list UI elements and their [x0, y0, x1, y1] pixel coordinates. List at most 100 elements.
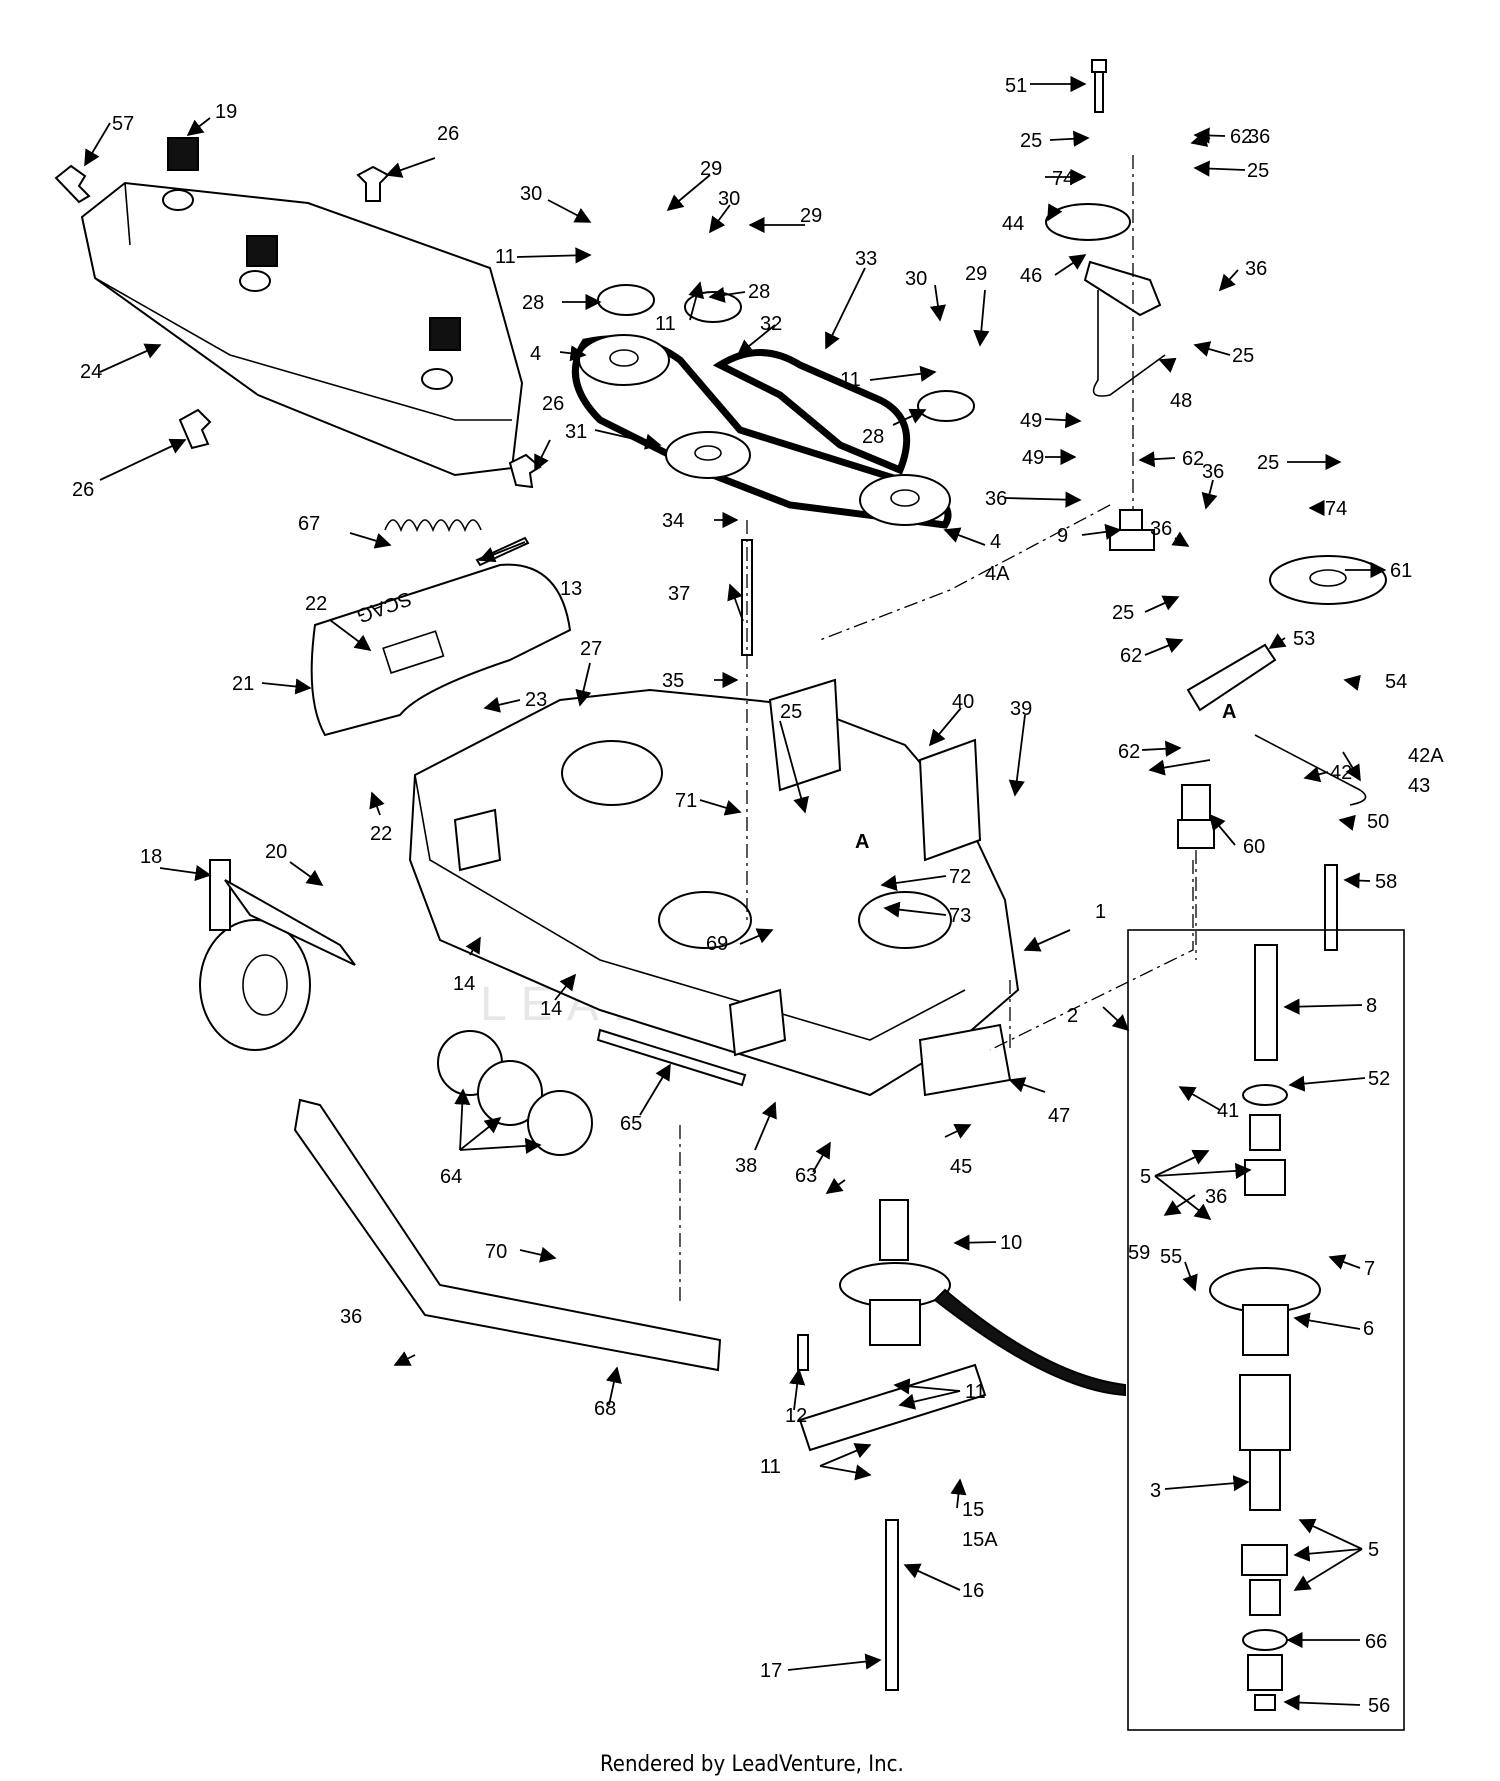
callout-label: 69: [706, 933, 728, 955]
callout-label: 28: [862, 426, 884, 448]
callout-label: 13: [560, 578, 582, 600]
callout-label: 25: [1112, 602, 1134, 624]
callout-label: 39: [1010, 698, 1032, 720]
callout-label: 73: [949, 905, 971, 927]
callout-label: 27: [580, 638, 602, 660]
callout-label: 35: [662, 670, 684, 692]
callout-label: 63: [795, 1165, 817, 1187]
footer-credit: Rendered by LeadVenture, Inc.: [600, 1752, 904, 1777]
callout-label: 11: [760, 1456, 781, 1478]
callout-label: 33: [855, 248, 877, 270]
callout-label: 32: [760, 313, 782, 335]
callout-label: 36: [1248, 126, 1270, 148]
callout-label: 31: [565, 421, 587, 443]
callout-label: 41: [1217, 1100, 1239, 1122]
callout-label: 26: [437, 123, 459, 145]
callout-label: 21: [232, 673, 254, 695]
callout-label: 28: [748, 281, 770, 303]
caster-wheel: [199, 859, 356, 1051]
callout-label: 29: [700, 158, 722, 180]
callout-label: 9: [1057, 525, 1068, 547]
callout-label: 66: [1365, 1631, 1387, 1653]
callout-label: A: [855, 831, 869, 853]
callout-label: 46: [1020, 265, 1042, 287]
callout-label: 11: [495, 246, 516, 268]
callout-label: 74: [1325, 498, 1347, 520]
callout-label: 8: [1366, 995, 1377, 1017]
callout-label: 34: [662, 510, 684, 532]
callout-label: 62: [1230, 126, 1252, 148]
callout-label: 23: [525, 689, 547, 711]
tension-arm-assembly: [1177, 555, 1387, 960]
callout-label: 56: [1368, 1695, 1390, 1717]
callout-label: 1: [1095, 901, 1106, 923]
callout-label: 42A: [1408, 745, 1444, 767]
callout-label: 55: [1160, 1246, 1182, 1268]
callout-label: 65: [620, 1113, 642, 1135]
callout-label: 36: [1202, 461, 1224, 483]
callout-label: 5: [1368, 1539, 1379, 1561]
callout-label: 11: [840, 369, 861, 391]
callouts: [84, 75, 1387, 1711]
pulley-4-right: [859, 474, 951, 526]
callout-label: 47: [1048, 1105, 1070, 1127]
callout-label: 49: [1022, 447, 1044, 469]
callout-label: 58: [1375, 871, 1397, 893]
callout-label: 22: [305, 593, 327, 615]
callout-label: 6: [1363, 1318, 1374, 1340]
callout-label: 36: [985, 488, 1007, 510]
callout-label: 30: [520, 183, 542, 205]
callout-label: 62: [1118, 741, 1140, 763]
callout-label: 24: [80, 361, 102, 383]
callout-label: 26: [542, 393, 564, 415]
callout-label: 30: [905, 268, 927, 290]
bolt-12: [797, 1334, 809, 1371]
callout-label: 10: [1000, 1232, 1022, 1254]
callout-label: 72: [949, 866, 971, 888]
callout-label: 71: [675, 790, 697, 812]
callout-label: 5: [1140, 1166, 1151, 1188]
callout-label: 62: [1120, 645, 1142, 667]
callout-label: A: [1222, 701, 1236, 723]
callout-label: 40: [952, 691, 974, 713]
front-bumper: [293, 1098, 722, 1372]
callout-label: 15A: [962, 1529, 998, 1551]
callout-label: 44: [1002, 213, 1024, 235]
knob-26-left: [178, 408, 212, 450]
callout-label: 26: [72, 479, 94, 501]
spindle-detail-box: [1127, 929, 1405, 1731]
callout-label: 45: [950, 1156, 972, 1178]
callout-label: 4: [530, 343, 541, 365]
callout-label: 36: [1245, 258, 1267, 280]
callout-label: 36: [340, 1306, 362, 1328]
knob-58: [54, 164, 91, 204]
callout-label: 16: [962, 1580, 984, 1602]
spindle-assembly: [798, 1199, 1126, 1691]
callout-label: 53: [1293, 628, 1315, 650]
callout-label: 49: [1020, 410, 1042, 432]
callout-label: 48: [1170, 390, 1192, 412]
callout-label: 25: [1257, 452, 1279, 474]
callout-label: 17: [760, 1660, 782, 1682]
callout-label: 4: [990, 531, 1001, 553]
callout-label: 67: [298, 513, 320, 535]
pulley-31: [665, 431, 751, 479]
callout-label: 11: [965, 1381, 986, 1403]
callout-label: 61: [1390, 560, 1412, 582]
callout-label: 7: [1364, 1258, 1375, 1280]
callout-label: 62: [1182, 448, 1204, 470]
callout-label: 15: [962, 1499, 984, 1521]
idler-pulleys-28: [597, 284, 975, 422]
belt-cover: [80, 137, 524, 477]
callout-label: 36: [1150, 518, 1172, 540]
callout-label: 11: [760, 1456, 781, 1478]
callout-label: 59: [1128, 1242, 1150, 1264]
rod-65: [596, 1028, 747, 1087]
callout-label: 70: [485, 1241, 507, 1263]
deflector-spring: [384, 519, 482, 533]
callout-label: 14: [540, 998, 562, 1020]
callout-label: 20: [265, 841, 287, 863]
callout-label: 36: [1205, 1186, 1227, 1208]
bolt-50: [1091, 59, 1107, 113]
pulley-4-left: [578, 334, 670, 386]
